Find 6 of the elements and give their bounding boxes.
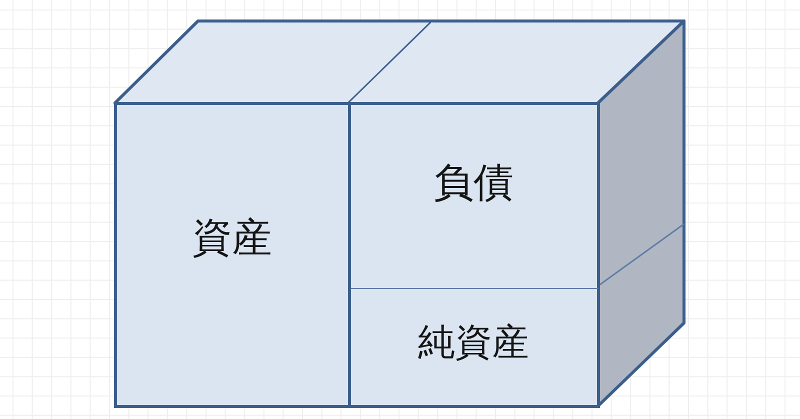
front-section — [350, 102, 600, 289]
section-label: 負債 — [434, 163, 514, 203]
section-label: 資産 — [192, 218, 272, 258]
section-label: 純資産 — [418, 324, 529, 360]
front-section — [350, 288, 600, 408]
front-section — [114, 102, 350, 408]
